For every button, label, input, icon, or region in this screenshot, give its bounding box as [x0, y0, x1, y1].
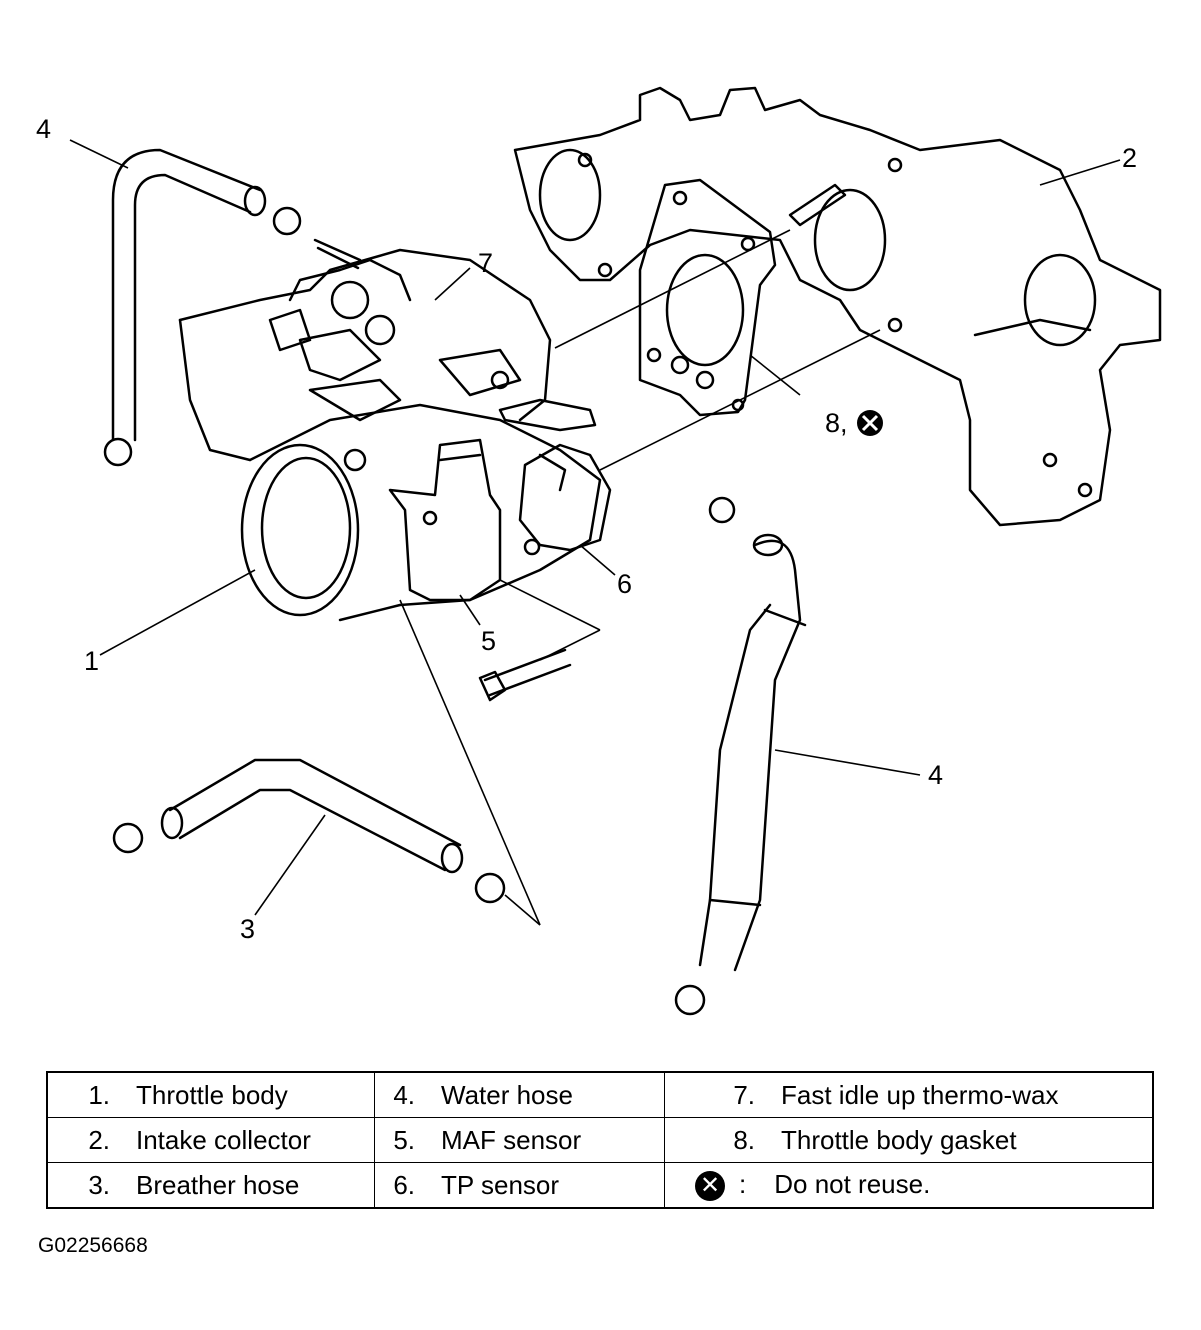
callout-4-upper: 4 — [36, 114, 51, 144]
do-not-reuse-legend-icon: ✕ — [695, 1171, 725, 1202]
bolt-part — [478, 648, 572, 702]
callout-4-right: 4 — [928, 760, 943, 790]
callout-7: 7 — [478, 248, 493, 278]
legend-cell: 8.Throttle body gasket — [664, 1117, 1154, 1163]
throttle-body-part — [178, 248, 602, 622]
legend-cell: 7.Fast idle up thermo-wax — [664, 1071, 1154, 1118]
callout-8: 8, — [825, 408, 848, 438]
legend-row: 1.Throttle body 4.Water hose 7.Fast idle… — [46, 1071, 1154, 1118]
legend-cell: 5.MAF sensor — [374, 1117, 665, 1163]
throttle-body-gasket-part — [638, 178, 777, 417]
parts-legend-table: 1.Throttle body 4.Water hose 7.Fast idle… — [46, 1071, 1154, 1209]
legend-cell: ✕:Do not reuse. — [664, 1162, 1154, 1209]
callout-1: 1 — [84, 646, 99, 676]
leader-lines — [69, 139, 1121, 926]
stud-bolt-part — [313, 238, 362, 270]
exploded-view-diagram: 4 2 7 8, 6 5 1 4 3 — [36, 86, 1162, 1016]
breather-hose-part — [160, 758, 464, 874]
tp-sensor-part — [518, 443, 612, 556]
legend-cell: 3.Breather hose — [46, 1162, 375, 1209]
callout-6: 6 — [617, 569, 632, 599]
intake-collector-part — [513, 86, 1162, 527]
do-not-reuse-icon — [857, 410, 883, 436]
legend-cell: 2.Intake collector — [46, 1117, 375, 1163]
legend-cell: 1.Throttle body — [46, 1071, 375, 1118]
legend-cell: 4.Water hose — [374, 1071, 665, 1118]
callout-3: 3 — [240, 914, 255, 944]
callout-5: 5 — [481, 626, 496, 656]
legend-row: 2.Intake collector 5.MAF sensor 8.Thrott… — [46, 1117, 1154, 1163]
figure-code: G02256668 — [38, 1234, 148, 1257]
water-hose-right-part — [698, 533, 807, 972]
maf-sensor-part — [388, 438, 502, 602]
legend-row: 3.Breather hose 6.TP sensor ✕:Do not reu… — [46, 1162, 1154, 1209]
hose-clamp-part — [103, 206, 736, 1016]
callout-2: 2 — [1122, 143, 1137, 173]
water-hose-upper-part — [111, 148, 267, 442]
legend-cell: 6.TP sensor — [374, 1162, 665, 1209]
